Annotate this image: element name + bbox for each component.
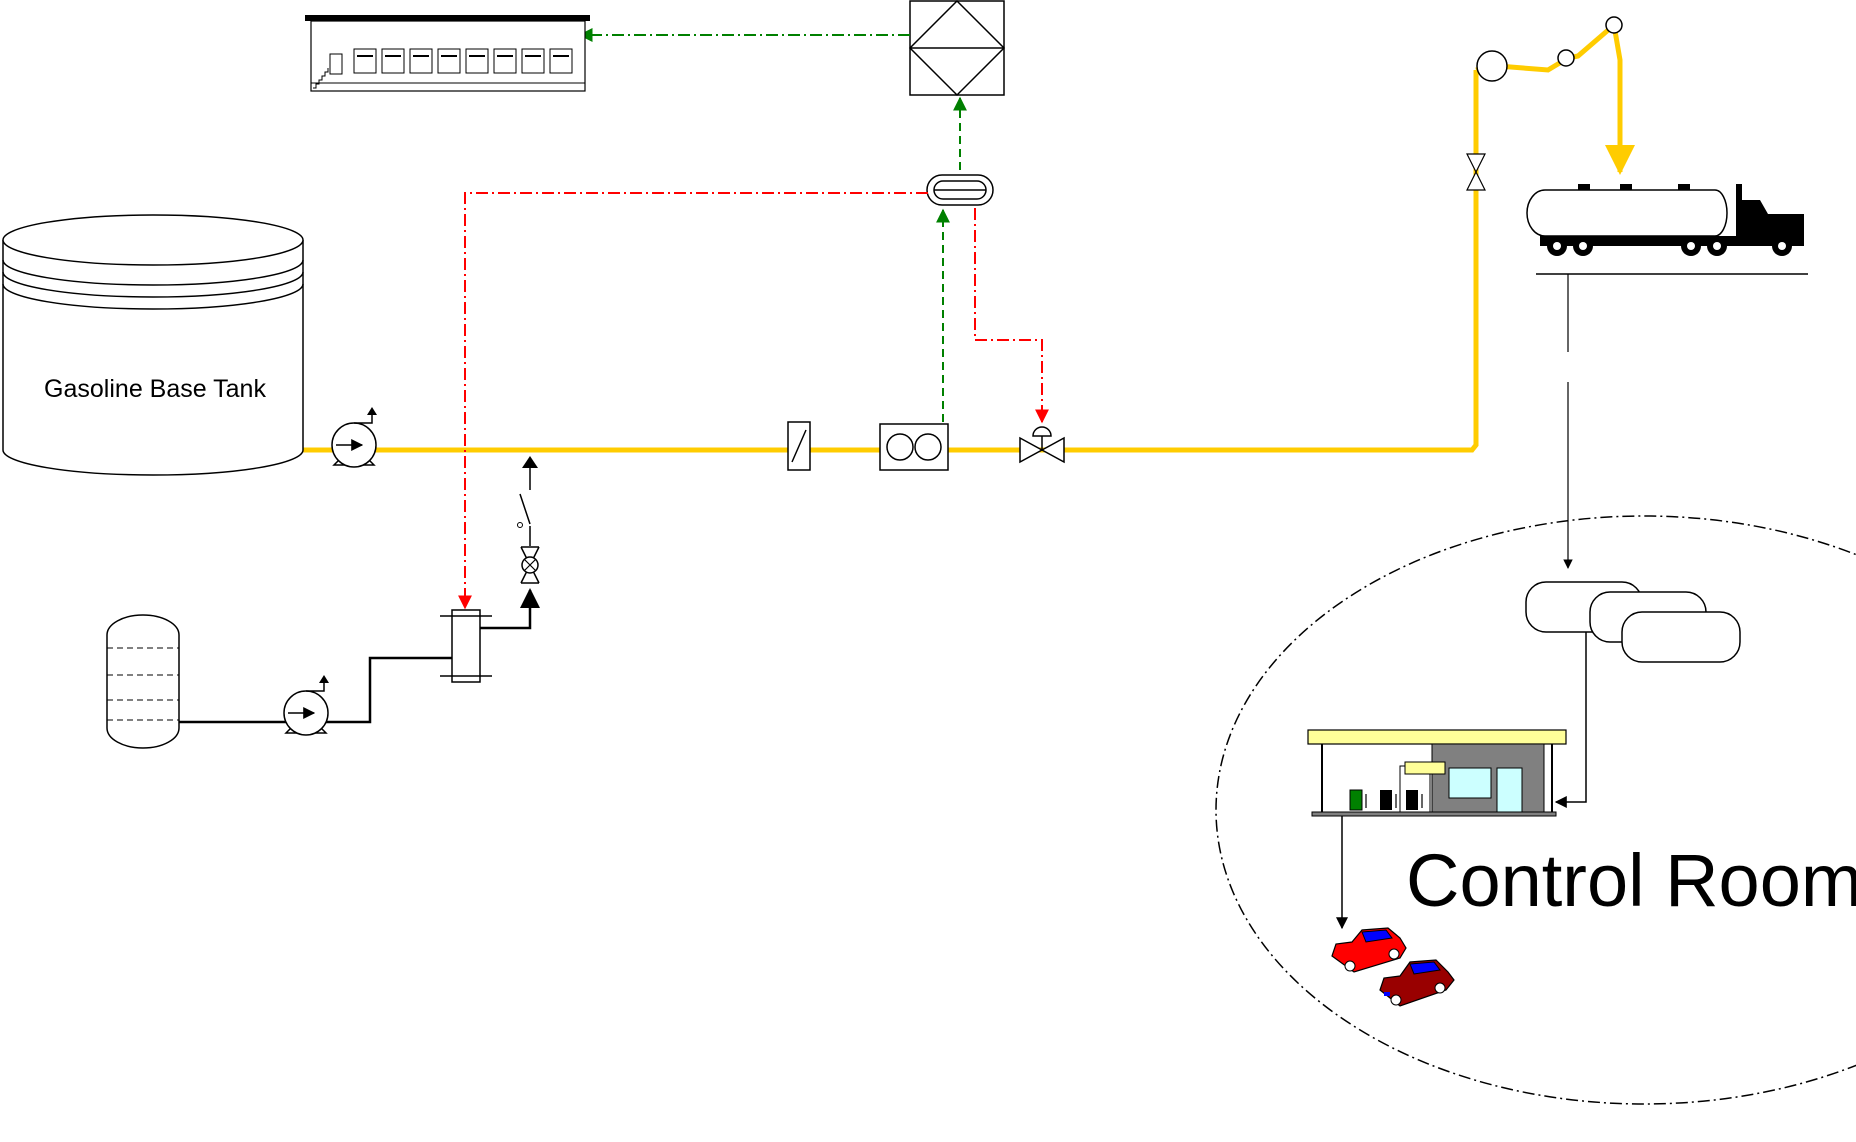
car-icon xyxy=(1331,927,1407,973)
underground-tank-icon xyxy=(1525,581,1741,663)
filter-icon xyxy=(440,609,492,683)
main-product-line xyxy=(302,70,1479,453)
switch-node xyxy=(517,522,523,528)
base-tank-label: Gasoline Base Tank xyxy=(44,375,266,403)
injection-riser xyxy=(519,462,531,546)
additive-line xyxy=(179,656,452,724)
static-mixer-icon xyxy=(787,421,811,471)
injection-line xyxy=(480,588,540,630)
control-room-label: Control Room xyxy=(1406,839,1856,922)
car-icon xyxy=(1379,959,1455,1007)
tanker-truck-icon xyxy=(1526,184,1804,256)
additive-vessel-icon xyxy=(106,614,180,749)
red-signal-to-injector xyxy=(458,192,928,610)
flow-controller-icon xyxy=(926,174,994,206)
flow-meter-icon xyxy=(879,423,949,471)
gas-station-icon xyxy=(1307,729,1567,817)
warehouse-icon xyxy=(305,15,590,92)
injection-arrow xyxy=(522,456,538,468)
loading-arm-icon xyxy=(1476,16,1623,82)
loading-arm-line xyxy=(1475,20,1635,175)
control-valve-icon xyxy=(1019,426,1065,464)
check-valve-icon xyxy=(520,546,540,584)
pump-icon xyxy=(331,407,377,468)
analyzer-icon xyxy=(908,0,1006,97)
pump-icon xyxy=(283,675,329,736)
storage-tank-icon xyxy=(2,214,304,476)
check-valve-icon xyxy=(1466,153,1486,191)
tank-to-station-line xyxy=(1554,632,1587,808)
red-signal-to-valve xyxy=(974,208,1049,424)
